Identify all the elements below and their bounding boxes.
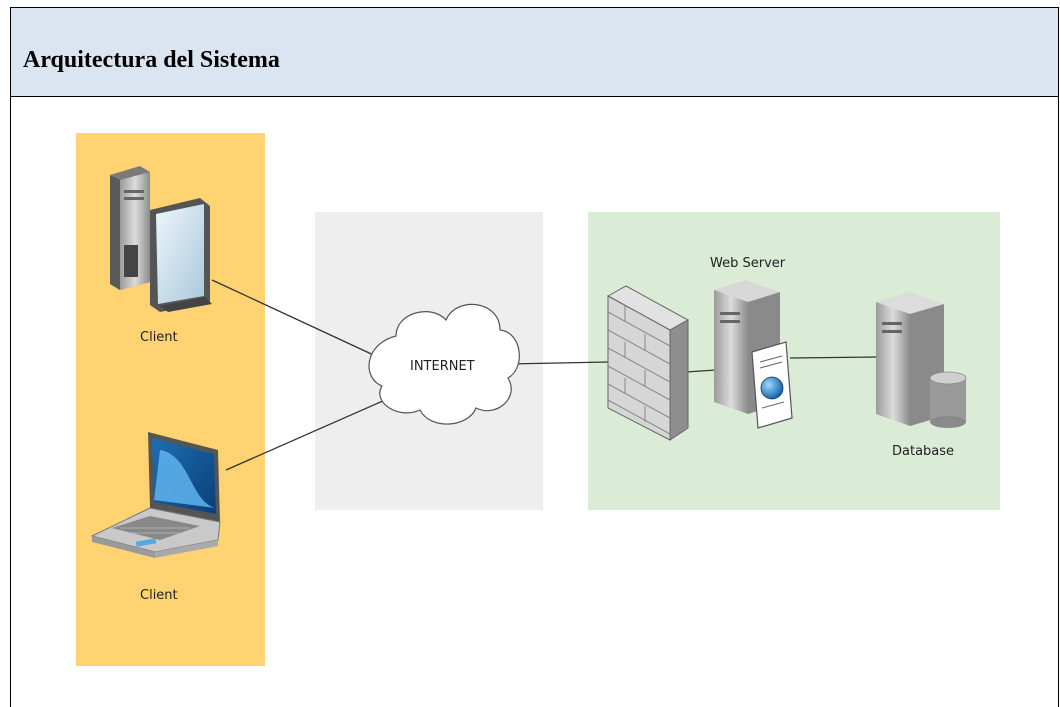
database-server-icon	[876, 292, 967, 428]
section-header: Arquitectura del Sistema	[11, 8, 1058, 97]
firewall-icon	[606, 285, 690, 441]
edge-laptop-internet	[225, 399, 386, 471]
document-frame: Arquitectura del Sistema	[10, 7, 1059, 707]
client-laptop-label: Client	[140, 588, 178, 603]
edge-firewall-webserver	[685, 369, 717, 373]
section-title: Arquitectura del Sistema	[23, 47, 280, 73]
cloud-icon	[368, 303, 520, 425]
internet-label: INTERNET	[410, 359, 475, 374]
web-server-label: Web Server	[710, 256, 786, 271]
database-label: Database	[892, 444, 954, 459]
connections	[211, 279, 879, 471]
desktop-computer-icon	[110, 166, 212, 312]
edge-desktop-internet	[211, 279, 381, 359]
laptop-icon	[90, 432, 221, 558]
edge-internet-firewall	[507, 361, 609, 365]
client-desktop-label: Client	[140, 330, 178, 345]
web-server-icon	[714, 280, 793, 429]
edge-webserver-database	[789, 356, 879, 359]
